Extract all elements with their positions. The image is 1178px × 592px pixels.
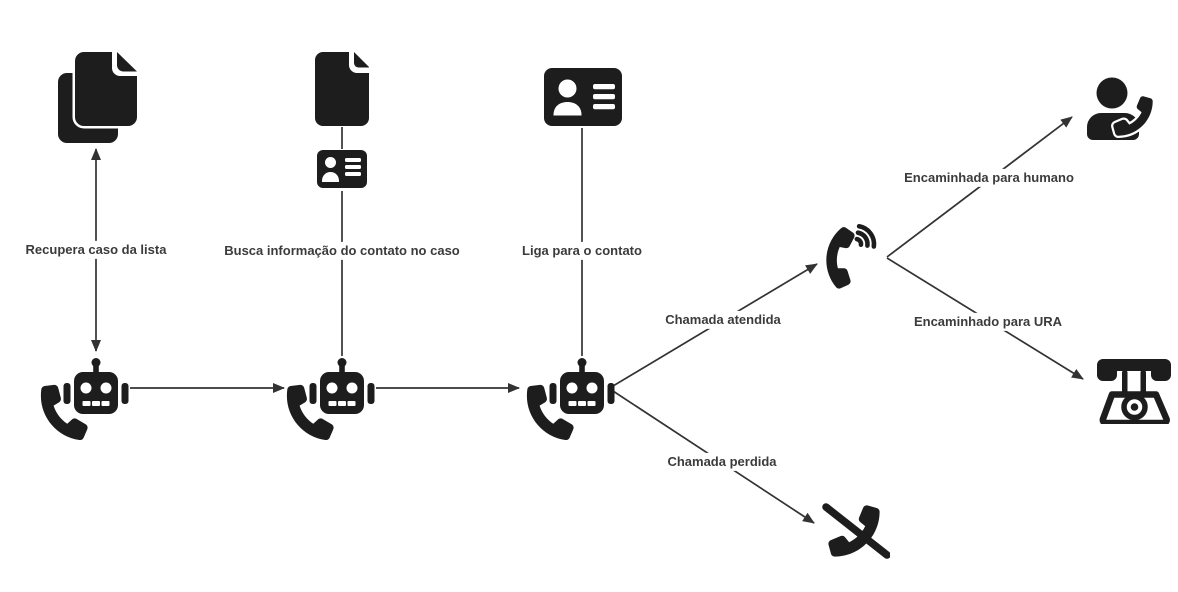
robot-phone-icon [280,352,384,441]
edge-label-call-missed: Chamada perdida [663,452,781,472]
edge-label-retrieve-case: Recupera caso da lista [21,240,171,260]
edge-label-call-contact: Liga para o contato [518,241,646,261]
edge-label-forward-ura: Encaminhado para URA [909,312,1067,332]
edge-label-call-answered: Chamada atendida [661,310,785,330]
id-badge-icon [317,150,369,190]
phone-volume-icon [809,218,890,296]
edge-label-fetch-contact: Busca informação do contato no caso [220,241,464,261]
robot-phone-icon [34,352,138,441]
retro-phone-icon [1096,356,1174,427]
person-phone-icon [1084,74,1154,142]
robot-phone-icon [520,352,624,441]
phone-slash-icon [816,498,891,562]
copy-documents-icon [55,48,140,144]
address-card-icon [544,68,622,128]
edge-label-forward-human: Encaminhada para humano [900,168,1078,188]
file-icon [315,52,369,126]
